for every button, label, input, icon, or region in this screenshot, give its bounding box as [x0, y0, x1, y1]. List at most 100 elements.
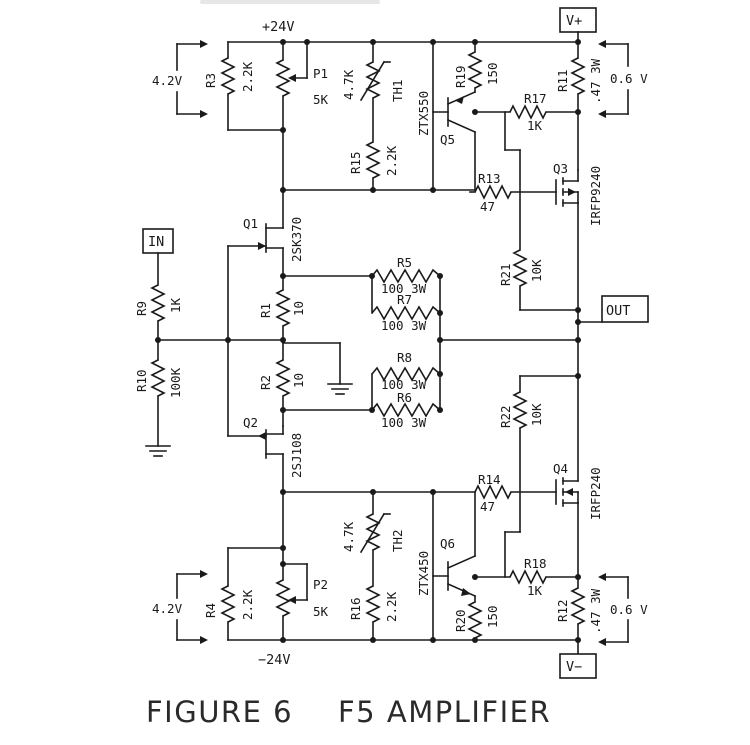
- r19-ref: R19: [453, 65, 468, 88]
- q5-part: ZTX550: [416, 91, 431, 136]
- q2-part: 2SJ108: [289, 433, 304, 478]
- mosfet-q4: [555, 375, 579, 578]
- th1-ref: TH1: [390, 79, 405, 102]
- transistor-q6: [432, 491, 478, 641]
- r13-ref: R13: [478, 171, 501, 186]
- thermistor-th2: [359, 491, 391, 587]
- q2-drain-node: [280, 489, 476, 495]
- potentiometer-p1: [275, 41, 308, 191]
- positive-rail: [227, 39, 581, 45]
- r14-ref: R14: [478, 472, 501, 487]
- r6-value: 100 3W: [381, 415, 427, 430]
- r21-ref: R21: [498, 263, 513, 286]
- resistor-r7: [371, 305, 441, 321]
- resistor-r11: [570, 41, 586, 171]
- voltage-arrow-r3: [176, 40, 208, 118]
- p2-value: 5K: [313, 604, 329, 619]
- q5-ref: Q5: [440, 132, 455, 147]
- resistor-r9: [150, 252, 284, 361]
- r7-value: 100 3W: [381, 318, 427, 333]
- out-terminal: [439, 295, 649, 377]
- q1-part: 2SK370: [289, 217, 304, 262]
- jfet-q2: [258, 425, 284, 493]
- q6-ref: Q6: [440, 536, 455, 551]
- voltage-arrow-r11: [598, 40, 629, 118]
- r2-value: 10: [291, 373, 306, 388]
- resistor-r6: [371, 402, 441, 418]
- r16-ref: R16: [348, 597, 363, 620]
- r8-ref: R8: [397, 350, 412, 365]
- r11-ref: R11: [555, 69, 570, 92]
- resistor-r10: [145, 359, 171, 457]
- r7-ref: R7: [397, 292, 412, 307]
- q3-part: IRFP9240: [588, 166, 603, 226]
- vminus-terminal: [559, 653, 597, 679]
- r11-value: .47 3W: [588, 58, 603, 104]
- r4-ref: R4: [203, 603, 218, 618]
- mosfet-q3: [555, 169, 579, 311]
- resistor-r16: [365, 585, 381, 641]
- voltage-arrow-r4: [176, 570, 208, 644]
- jfet-q1: [258, 189, 284, 291]
- r17-value: 1K: [527, 118, 543, 133]
- resistor-r8: [371, 366, 441, 382]
- vminus-label: V−: [566, 659, 582, 675]
- resistor-r18: [474, 569, 581, 585]
- r2-ref: R2: [258, 375, 273, 390]
- r20-ref: R20: [453, 609, 468, 632]
- r1-value: 10: [291, 301, 306, 316]
- voltage-arrow-r12: [598, 573, 629, 646]
- th1-value: 4.7K: [341, 69, 356, 100]
- thermistor-th1: [359, 41, 391, 143]
- resistor-r21: [504, 111, 581, 313]
- vplus-label: V+: [566, 13, 582, 29]
- r1-ref: R1: [258, 303, 273, 318]
- r22-value: 10K: [529, 403, 544, 426]
- resistor-r14: [474, 484, 557, 500]
- r3-voltage: 4.2V: [152, 73, 183, 88]
- r9-value: 1K: [168, 297, 183, 313]
- r12-voltage: 0.6 V: [610, 602, 648, 617]
- r18-ref: R18: [524, 556, 547, 571]
- r20-value: 150: [485, 605, 500, 628]
- r12-value: .47 3W: [588, 588, 603, 634]
- r16-value: 2.2K: [384, 591, 399, 622]
- negative-rail: [227, 637, 581, 643]
- th2-ref: TH2: [390, 529, 405, 552]
- positive-rail-label: +24V: [262, 19, 295, 35]
- resistor-r4: [220, 547, 284, 641]
- r14-value: 47: [480, 499, 495, 514]
- negative-rail-label: −24V: [258, 652, 291, 668]
- ground-mid: [282, 342, 353, 395]
- figure-number: FIGURE 6: [146, 695, 293, 729]
- in-terminal: [142, 228, 174, 254]
- p1-ref: P1: [313, 66, 328, 81]
- th2-value: 4.7K: [341, 521, 356, 552]
- p2-ref: P2: [313, 577, 328, 592]
- resistor-r17: [474, 104, 581, 120]
- in-label: IN: [148, 234, 164, 250]
- q1-ref: Q1: [243, 216, 258, 231]
- r3-ref: R3: [203, 73, 218, 88]
- r3-value: 2.2K: [240, 61, 255, 92]
- resistor-r19: [467, 41, 483, 115]
- resistor-r13: [469, 184, 557, 200]
- resistor-r15: [365, 141, 381, 191]
- r19-value: 150: [485, 62, 500, 85]
- vplus-terminal: [559, 7, 597, 43]
- gate-bus: [225, 245, 267, 437]
- q6-part: ZTX450: [416, 551, 431, 596]
- top-edge-bar: [200, 0, 380, 4]
- r15-value: 2.2K: [384, 145, 399, 176]
- figure-title: F5 AMPLIFIER: [338, 695, 551, 729]
- p1-value: 5K: [313, 92, 329, 107]
- r4-voltage: 4.2V: [152, 601, 183, 616]
- resistor-r20: [467, 601, 483, 641]
- out-label: OUT: [606, 303, 630, 319]
- r5-value: 100 3W: [381, 281, 427, 296]
- r17-ref: R17: [524, 91, 547, 106]
- potentiometer-p2: [275, 491, 308, 641]
- r18-value: 1K: [527, 583, 543, 598]
- r12-ref: R12: [555, 599, 570, 622]
